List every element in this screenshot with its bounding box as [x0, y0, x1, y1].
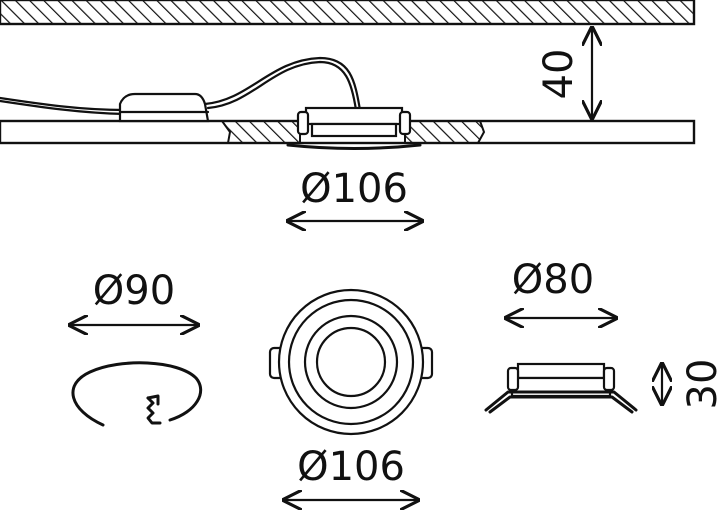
inner-diameter-label: Ø80: [512, 257, 594, 303]
cable: [0, 56, 362, 116]
ceiling-slab: [0, 0, 696, 26]
front-view: [268, 288, 434, 436]
depth-dimension: 40: [536, 28, 592, 118]
luminaire-section: [286, 106, 422, 150]
connector-box: [118, 92, 210, 123]
height-label: 30: [680, 359, 720, 410]
side-view: Ø80 30: [484, 257, 720, 414]
cutout-dimension: Ø106: [288, 166, 422, 221]
outer-diameter-dimension: Ø106: [284, 444, 418, 500]
cutout-label: Ø106: [300, 166, 408, 212]
hole-diagram: Ø90: [70, 268, 203, 427]
hole-label: Ø90: [93, 268, 175, 314]
depth-label: 40: [536, 49, 582, 100]
outer-diameter-label: Ø106: [297, 444, 405, 490]
